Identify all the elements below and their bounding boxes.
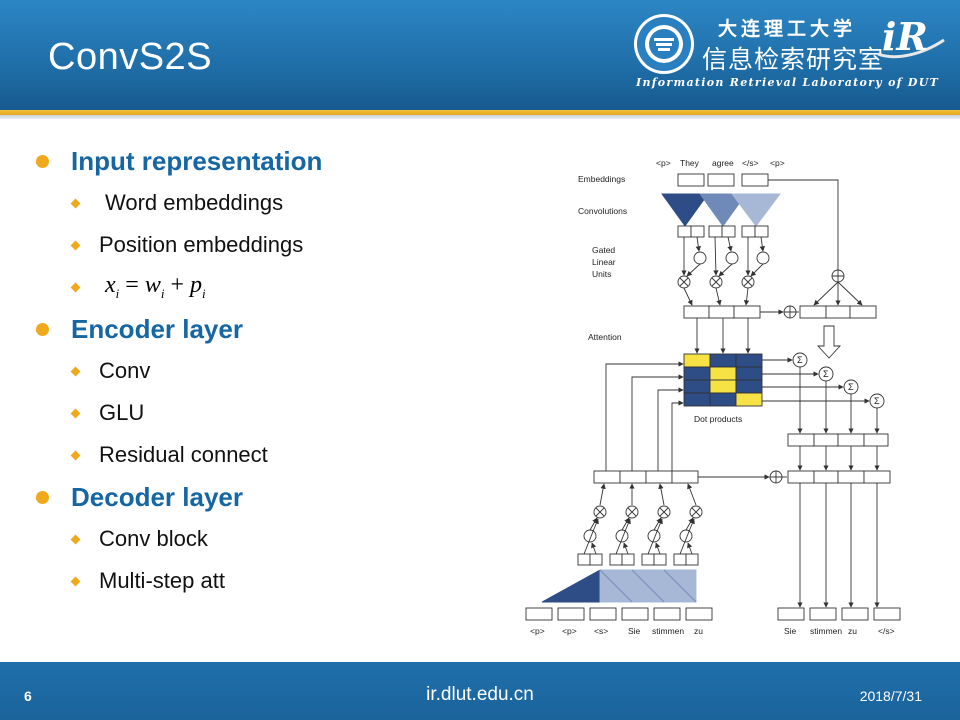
sub-bullet: Conv xyxy=(36,350,466,392)
output-token: zu xyxy=(848,626,857,636)
sub-bullet: Word embeddings xyxy=(36,182,466,224)
source-token: agree xyxy=(712,158,734,168)
header-divider xyxy=(0,110,960,119)
slide-title: ConvS2S xyxy=(48,36,213,78)
target-token: zu xyxy=(694,626,703,636)
attention-sums: Σ Σ Σ Σ xyxy=(797,355,880,406)
sub-bullet: Position embeddings xyxy=(36,224,466,266)
bullet-dot-icon xyxy=(36,154,49,168)
ir-logo-text: iR xyxy=(882,14,928,59)
lab-name-english: Information Retrieval Laboratory of DUT xyxy=(636,76,940,89)
sigma-label: Σ xyxy=(823,369,829,379)
page-number: 6 xyxy=(24,688,32,704)
convs2s-architecture-diagram: <p> They agree </s> <p> Embeddings Convo… xyxy=(525,158,901,636)
diamond-bullet-icon xyxy=(70,366,81,376)
output-token: stimmen xyxy=(810,626,842,636)
bullet-encoder-layer: Encoder layer xyxy=(36,308,466,350)
sub-bullet: GLU xyxy=(36,392,466,434)
slide-footer xyxy=(0,662,960,720)
diagram-labels: Embeddings Convolutions Gated Linear Uni… xyxy=(578,174,742,424)
diamond-bullet-icon xyxy=(70,408,81,418)
slide-header xyxy=(0,0,960,110)
sigma-label: Σ xyxy=(848,382,854,392)
source-token: </s> xyxy=(742,158,759,168)
university-seal-icon xyxy=(634,14,694,74)
source-token: <p> xyxy=(770,158,785,168)
sub-bullet: Multi-step att xyxy=(36,560,466,602)
ir-lab-logo: iR xyxy=(877,14,945,59)
diamond-bullet-icon xyxy=(70,240,81,250)
position-formula: xi=wi+pi xyxy=(105,272,206,301)
label-glu-line3: Units xyxy=(592,269,611,279)
label-embeddings: Embeddings xyxy=(578,174,625,184)
target-token: Sie xyxy=(628,626,641,636)
attention-matrix xyxy=(683,353,763,407)
label-glu-line1: Gated xyxy=(592,245,615,255)
diamond-bullet-icon xyxy=(70,534,81,544)
source-token: They xyxy=(680,158,700,168)
sub-bullet: Conv block xyxy=(36,518,466,560)
source-token: <p> xyxy=(656,158,671,168)
output-tokens: Sie stimmen zu </s> xyxy=(784,626,895,636)
target-token: <p> xyxy=(562,626,577,636)
bullet-decoder-layer: Decoder layer xyxy=(36,476,466,518)
bullet-input-representation: Input representation xyxy=(36,140,466,182)
diamond-bullet-icon xyxy=(70,282,81,292)
target-tokens: <p> <p> <s> Sie stimmen zu xyxy=(530,626,703,636)
footer-date: 2018/7/31 xyxy=(859,688,922,704)
footer-url[interactable]: ir.dlut.edu.cn xyxy=(426,684,534,705)
lab-name: 信息检索研究室 xyxy=(702,46,885,74)
sub-bullet: Residual connect xyxy=(36,434,466,476)
diamond-bullet-icon xyxy=(70,198,81,208)
diamond-bullet-icon xyxy=(70,450,81,460)
university-name: 大连理工大学 xyxy=(718,18,857,40)
label-attention: Attention xyxy=(588,332,622,342)
output-token: Sie xyxy=(784,626,797,636)
target-token: <p> xyxy=(530,626,545,636)
sigma-label: Σ xyxy=(797,355,803,365)
label-convolutions: Convolutions xyxy=(578,206,627,216)
bullet-dot-icon xyxy=(36,322,49,336)
sub-bullet-formula: xi=wi+pi xyxy=(36,266,466,308)
bullet-dot-icon xyxy=(36,490,49,504)
target-token: <s> xyxy=(594,626,608,636)
bullet-list: Input representation Word embeddings Pos… xyxy=(36,140,466,602)
label-dot-products: Dot products xyxy=(694,414,742,424)
output-token: </s> xyxy=(878,626,895,636)
target-token: stimmen xyxy=(652,626,684,636)
source-tokens: <p> They agree </s> <p> xyxy=(656,158,785,168)
label-glu-line2: Linear xyxy=(592,257,616,267)
sigma-label: Σ xyxy=(874,396,880,406)
diamond-bullet-icon xyxy=(70,576,81,586)
